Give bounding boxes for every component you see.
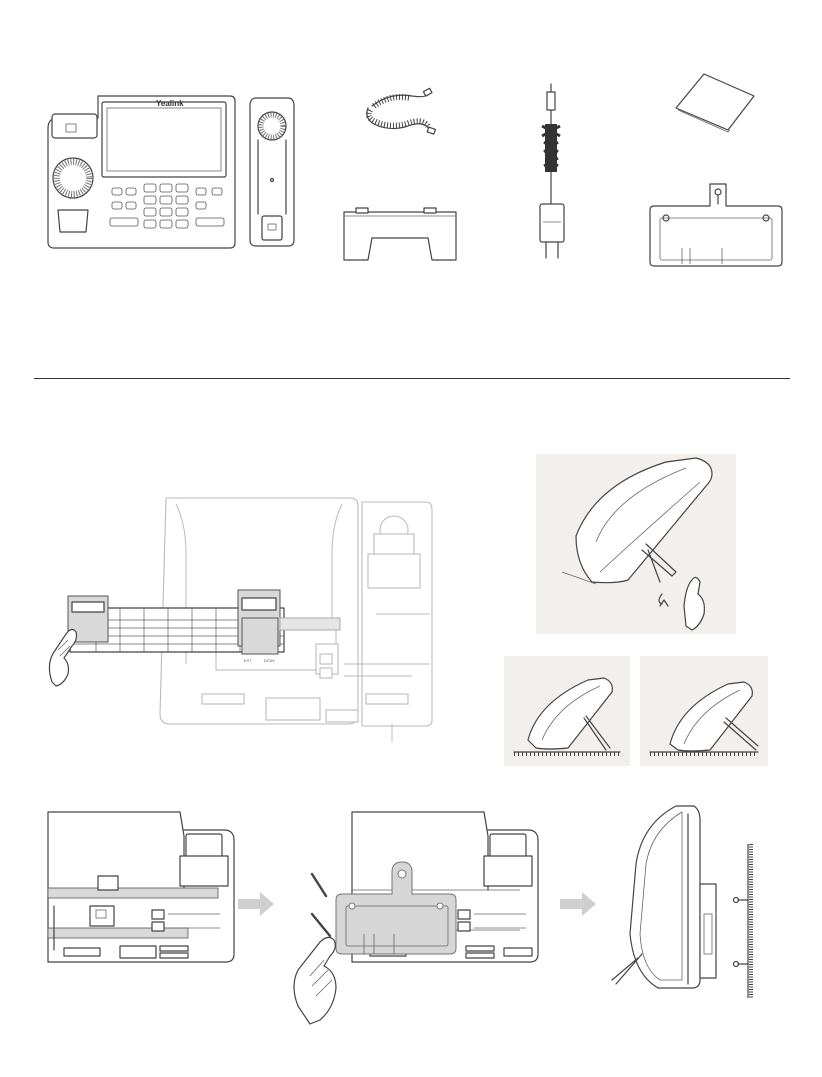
handset-cord-illustration (360, 86, 440, 138)
section-divider (34, 378, 790, 379)
step-arrow-2 (560, 892, 596, 916)
keypad-key (160, 208, 172, 216)
stand-adjustment-side-view (536, 454, 736, 634)
wall-mount-step-3 (600, 804, 766, 1004)
handset-illustration (248, 96, 296, 248)
step-arrow-1 (238, 892, 274, 916)
function-key (112, 188, 122, 195)
stand-illustration (340, 206, 460, 262)
speaker-key (196, 218, 224, 226)
wall-mount-bracket-illustration (646, 182, 786, 270)
stand-angle-view-2 (640, 656, 768, 766)
function-key (212, 188, 222, 195)
keypad-key (176, 220, 188, 228)
stand-attachment-illustration: EXT DC5V (36, 494, 440, 746)
keypad-key (176, 184, 188, 192)
function-key (196, 188, 206, 195)
keypad-key (160, 220, 172, 228)
function-key (126, 188, 136, 195)
stand-angle-view-1 (504, 656, 630, 766)
function-key (126, 202, 136, 209)
power-adapter-illustration (528, 82, 576, 268)
keypad-key (144, 196, 156, 204)
desk-phone-illustration: Yealink (40, 88, 236, 250)
port-ext-label: EXT (244, 658, 252, 663)
quick-start-guide-illustration (668, 70, 758, 134)
keypad-key (144, 184, 156, 192)
volume-key (110, 218, 138, 226)
phone-brand-text: Yealink (156, 99, 184, 108)
function-key (196, 202, 206, 209)
keypad-key (160, 184, 172, 192)
keypad-key (160, 196, 172, 204)
wall-mount-step-1 (40, 810, 236, 966)
keypad-key (144, 220, 156, 228)
function-key (112, 202, 122, 209)
keypad-key (176, 208, 188, 216)
keypad-key (144, 208, 156, 216)
port-dc-label: DC5V (264, 658, 275, 663)
wall-mount-step-2 (290, 810, 548, 1032)
keypad-key (176, 196, 188, 204)
